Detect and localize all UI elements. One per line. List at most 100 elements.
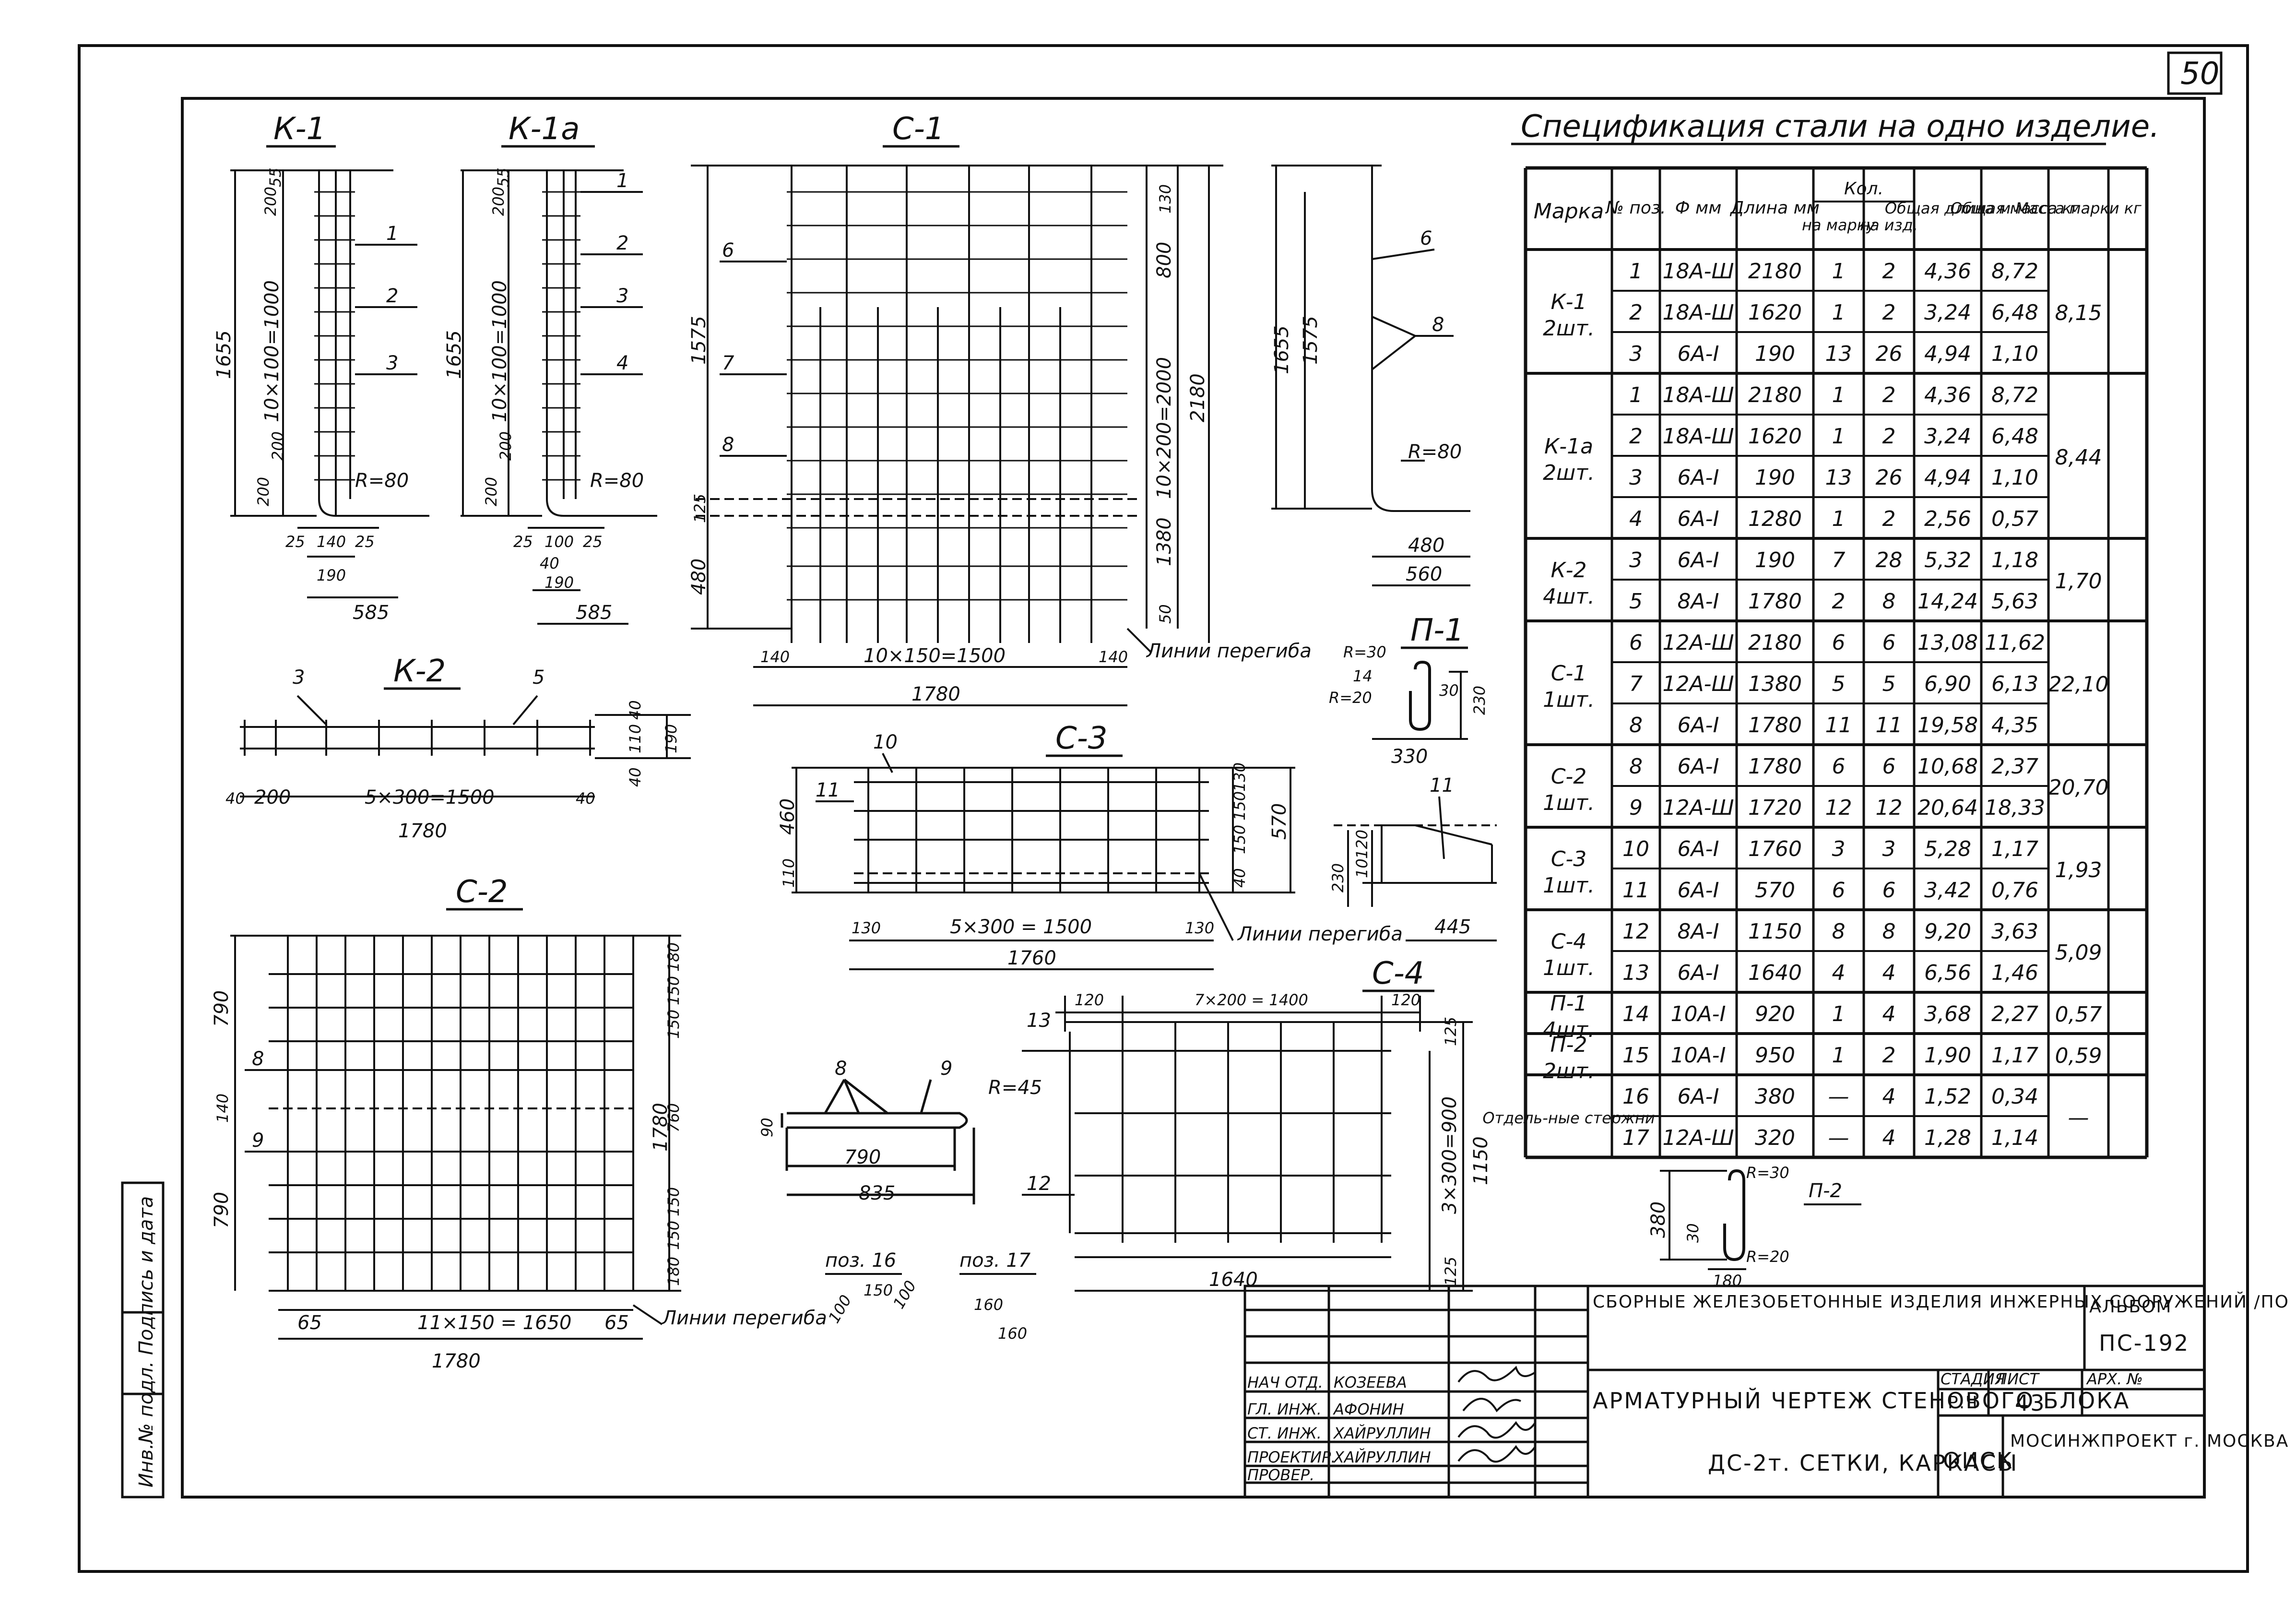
inner-frame [181,97,2206,1499]
c4-p12: 12 [1027,1173,1051,1195]
k2-p3: 3 [293,666,305,689]
spec-qty-mark: 6 [1832,631,1846,655]
spec-qty-mark: 1 [1832,424,1846,449]
p1-r2: R=20 [1329,689,1372,707]
c3-d6: 1760 [1007,947,1056,969]
spec-pos: 14 [1622,1002,1649,1026]
spec-length: 190 [1755,548,1795,572]
spec-qty-item: 2 [1882,383,1896,407]
header-length: Длина мм [1729,198,1820,218]
pos17-d2: 160 [998,1324,1027,1343]
k1-p1: 1 [386,223,398,245]
spec-diam: 6А-I [1678,878,1719,903]
spec-marka: П-2 [1550,1033,1587,1057]
c3-d2: 110 [780,858,798,888]
spec-pos: 4 [1629,507,1643,531]
k1a-title: К-1а [509,111,580,147]
spec-total-length: 2,56 [1924,507,1971,531]
c2-r6: 150 [664,1221,683,1250]
c3-d1: 460 [777,798,799,835]
spec-length: 190 [1755,342,1795,366]
spec-total-mass: 4,35 [1991,713,2038,738]
spec-total-mass: 2,27 [1991,1002,2038,1026]
c1s-p6: 6 [1420,227,1432,250]
spec-qty-mark: 13 [1825,465,1852,490]
spec-total-length: 19,58 [1917,713,1978,738]
spec-qty-mark: 1 [1832,300,1846,325]
k1-b5: 585 [353,602,389,624]
spec-diam: 18А-Ш [1662,424,1734,449]
spec-mark-mass: 5,09 [2055,940,2102,965]
spec-mark-mass: — [2068,1106,2089,1130]
spec-qty-mark: 5 [1832,672,1846,696]
k1a-b5: 190 [544,573,574,592]
spec-pos: 3 [1629,342,1643,366]
spec-pos: 2 [1629,300,1643,325]
spec-total-mass: 11,62 [1985,631,2045,655]
k1-d2: 10×100=1000 [261,280,283,422]
spec-length: 950 [1755,1043,1795,1068]
c2-p8: 8 [252,1048,264,1070]
c2-r7: 180 [664,1257,683,1286]
drawing-p1: П-1 R=30 14 R=20 30 230 330 [1329,613,1489,768]
spec-diam: 18А-Ш [1662,300,1734,325]
spec-mark-mass: 8,15 [2055,301,2102,325]
spec-total-length: 1,90 [1924,1043,1971,1068]
left-strip [121,1181,165,1499]
spec-total-length: 13,08 [1917,631,1978,655]
k1a-b3: 25 [583,533,603,551]
drawing-pos89: 8 9 R=45 90 790 835 [758,1058,1042,1204]
c1-p8: 8 [722,434,734,456]
drawing-p2: П-2 R=30 R=20 380 30 180 [1647,1164,1861,1290]
c3-d5: 130 [1185,919,1214,937]
k1a-p3: 3 [616,285,628,307]
drawing-pos17: поз. 17 160 160 [959,1249,1036,1343]
c3s-d3: 120 [1353,830,1371,859]
p1-d3: 230 [1470,686,1489,715]
p2-d2: 30 [1684,1223,1702,1243]
spec-diam: 6А-I [1678,961,1719,985]
stamp-stage: Р.Ч [1948,1393,1978,1413]
spec-qty-item: 6 [1882,754,1896,779]
k1-p3: 3 [386,352,398,374]
c1-p6: 6 [722,239,734,262]
spec-length: 1640 [1748,961,1802,985]
k1-d6: 55 [266,167,284,187]
drawing-pos16: поз. 16 150 100 100 [825,1249,920,1326]
k2-d1: 40 [225,789,245,808]
pos16-d1: 150 [864,1281,893,1299]
spec-diam: 6А-I [1678,837,1719,861]
spec-pos: 9 [1629,796,1643,820]
c2-bend: Линии перегиба [661,1307,827,1329]
spec-pos: 3 [1629,548,1643,572]
c1s-d1: 1655 [1271,325,1293,374]
drawing-c3-side: 11 230 10 120 445 [1329,774,1497,941]
c2-title: С-2 [456,874,508,910]
spec-marka-qty: 1шт. [1543,688,1595,712]
stamp-arch-label: АРХ. № [2086,1370,2143,1388]
stamp-album-label: АЛЬБОМ [2089,1297,2172,1317]
c1-d3: 480 [688,559,710,595]
spec-qty-mark: 1 [1832,259,1846,284]
drawing-c4: С-4 13 [1022,956,1492,1292]
c2-b4: 1780 [432,1350,481,1372]
spec-diam: 12А-Ш [1662,672,1734,696]
spec-diam: 12А-Ш [1662,796,1734,820]
stamp-project: СБОРНЫЕ ЖЕЛЕЗОБЕТОННЫЕ ИЗДЕЛИЯ ИНЖЕРНЫХ … [1593,1292,2296,1312]
header-kol-izd: на изд. [1860,216,1918,234]
spec-total-mass: 8,72 [1991,383,2038,407]
spec-qty-item: 11 [1876,713,1903,738]
spec-qty-mark: 7 [1832,548,1846,572]
spec-total-mass: 1,17 [1991,1043,2038,1068]
k1a-d6: 55 [494,167,512,187]
spec-diam: 6А-I [1678,548,1719,572]
c4-d1: 120 [1075,991,1104,1009]
spec-diam: 6А-I [1678,1084,1719,1109]
header-diam: Ф мм [1675,198,1722,218]
spec-qty-mark: 1 [1832,1002,1846,1026]
k1a-b6: 585 [576,602,612,624]
drawing-c3: С-3 10 11 46 [777,721,1403,970]
spec-qty-mark: 6 [1832,878,1846,903]
c4-d2: 7×200 = 1400 [1195,991,1308,1009]
spec-qty-item: 4 [1882,1002,1896,1026]
